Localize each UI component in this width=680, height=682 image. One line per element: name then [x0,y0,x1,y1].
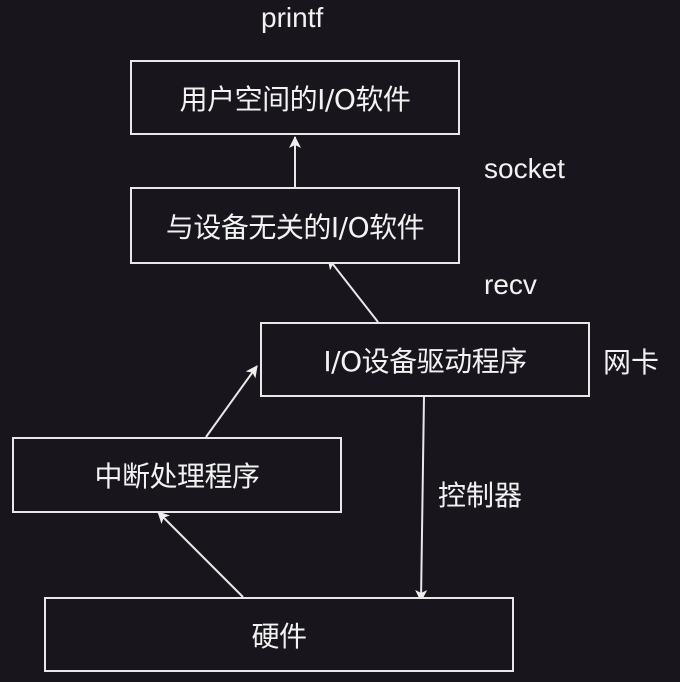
edge-device-driver-to-hardware [415,395,428,602]
annotation-controller: 控制器 [438,479,523,512]
node-label: 用户空间的I/O软件 [179,82,411,116]
node-label: 与设备无关的I/O软件 [165,210,425,244]
node-label: I/O设备驱动程序 [323,344,527,378]
node-label: 硬件 [251,619,307,653]
annotation-recv: recv [484,269,537,300]
node-hardware[interactable]: 硬件 [44,597,514,672]
annotation-printf: printf [261,2,324,33]
node-device-independent-io-software[interactable]: 与设备无关的I/O软件 [130,187,460,264]
node-user-space-io-software[interactable]: 用户空间的I/O软件 [130,60,460,135]
annotation-nic: 网卡 [603,346,660,379]
edge-interrupt-handler-to-device-driver [205,365,258,438]
node-io-device-driver[interactable]: I/O设备驱动程序 [260,322,590,397]
edge-hardware-to-interrupt-handler [157,511,244,598]
edge-device-driver-to-device-independent [327,257,379,323]
annotation-socket: socket [484,153,565,184]
node-label: 中断处理程序 [94,460,260,493]
node-interrupt-handler[interactable]: 中断处理程序 [12,437,342,513]
